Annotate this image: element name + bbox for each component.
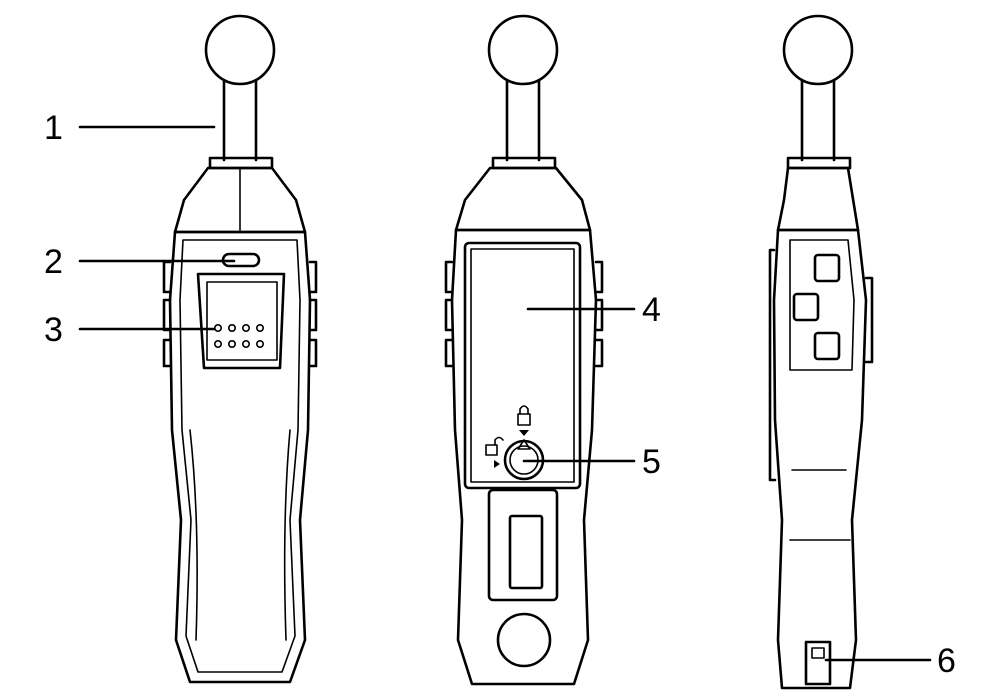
head-cone: [776, 166, 860, 232]
lower-panel: [487, 488, 559, 602]
sensor-panel: [196, 272, 286, 370]
callout-6: 6: [937, 642, 956, 680]
leader-lines: [78, 125, 932, 662]
sensor-ball: [782, 14, 854, 86]
back-view: [444, 14, 604, 686]
side-buttons-right: [594, 260, 604, 368]
side-view: [768, 14, 874, 690]
usb-port: [804, 640, 832, 686]
side-seams: [789, 469, 851, 541]
collar: [786, 156, 852, 170]
grip-lines: [189, 429, 291, 641]
front-view: [162, 14, 318, 684]
callout-4: 4: [642, 291, 661, 329]
side-edge: [768, 248, 777, 482]
sensor-ball: [487, 14, 559, 86]
callout-5: 5: [642, 443, 661, 481]
side-ridge: [864, 276, 874, 364]
sensor-stem: [222, 78, 258, 162]
battery-cover-inner: [470, 248, 575, 483]
side-key-top: [813, 253, 841, 283]
side-buttons-right: [308, 260, 318, 368]
sensor-stem: [505, 78, 541, 162]
unlock-icon: [485, 436, 504, 468]
usb-port-inner: [811, 647, 825, 659]
head-cone: [454, 166, 592, 232]
side-key-bottom: [813, 331, 841, 361]
callout-1: 1: [44, 109, 63, 147]
battery-cover: [463, 241, 582, 490]
sensor-panel-inner: [206, 281, 278, 361]
body-outline: [168, 230, 312, 684]
body-outline: [772, 228, 868, 690]
key-panel: [789, 239, 855, 371]
callout-3: 3: [44, 311, 63, 349]
collar: [208, 156, 274, 170]
body-inner: [179, 239, 301, 673]
sensor-ball: [204, 14, 276, 86]
side-key-middle: [792, 292, 820, 322]
callout-2: 2: [44, 243, 63, 281]
screw-arrow-icon: [517, 439, 531, 450]
tripod-socket: [496, 612, 552, 668]
lock-icon: [517, 405, 531, 436]
vent-holes: [214, 323, 264, 348]
side-buttons-left: [444, 260, 454, 368]
label-window: [508, 514, 544, 590]
sensor-stem: [800, 78, 836, 162]
collar: [491, 156, 557, 170]
